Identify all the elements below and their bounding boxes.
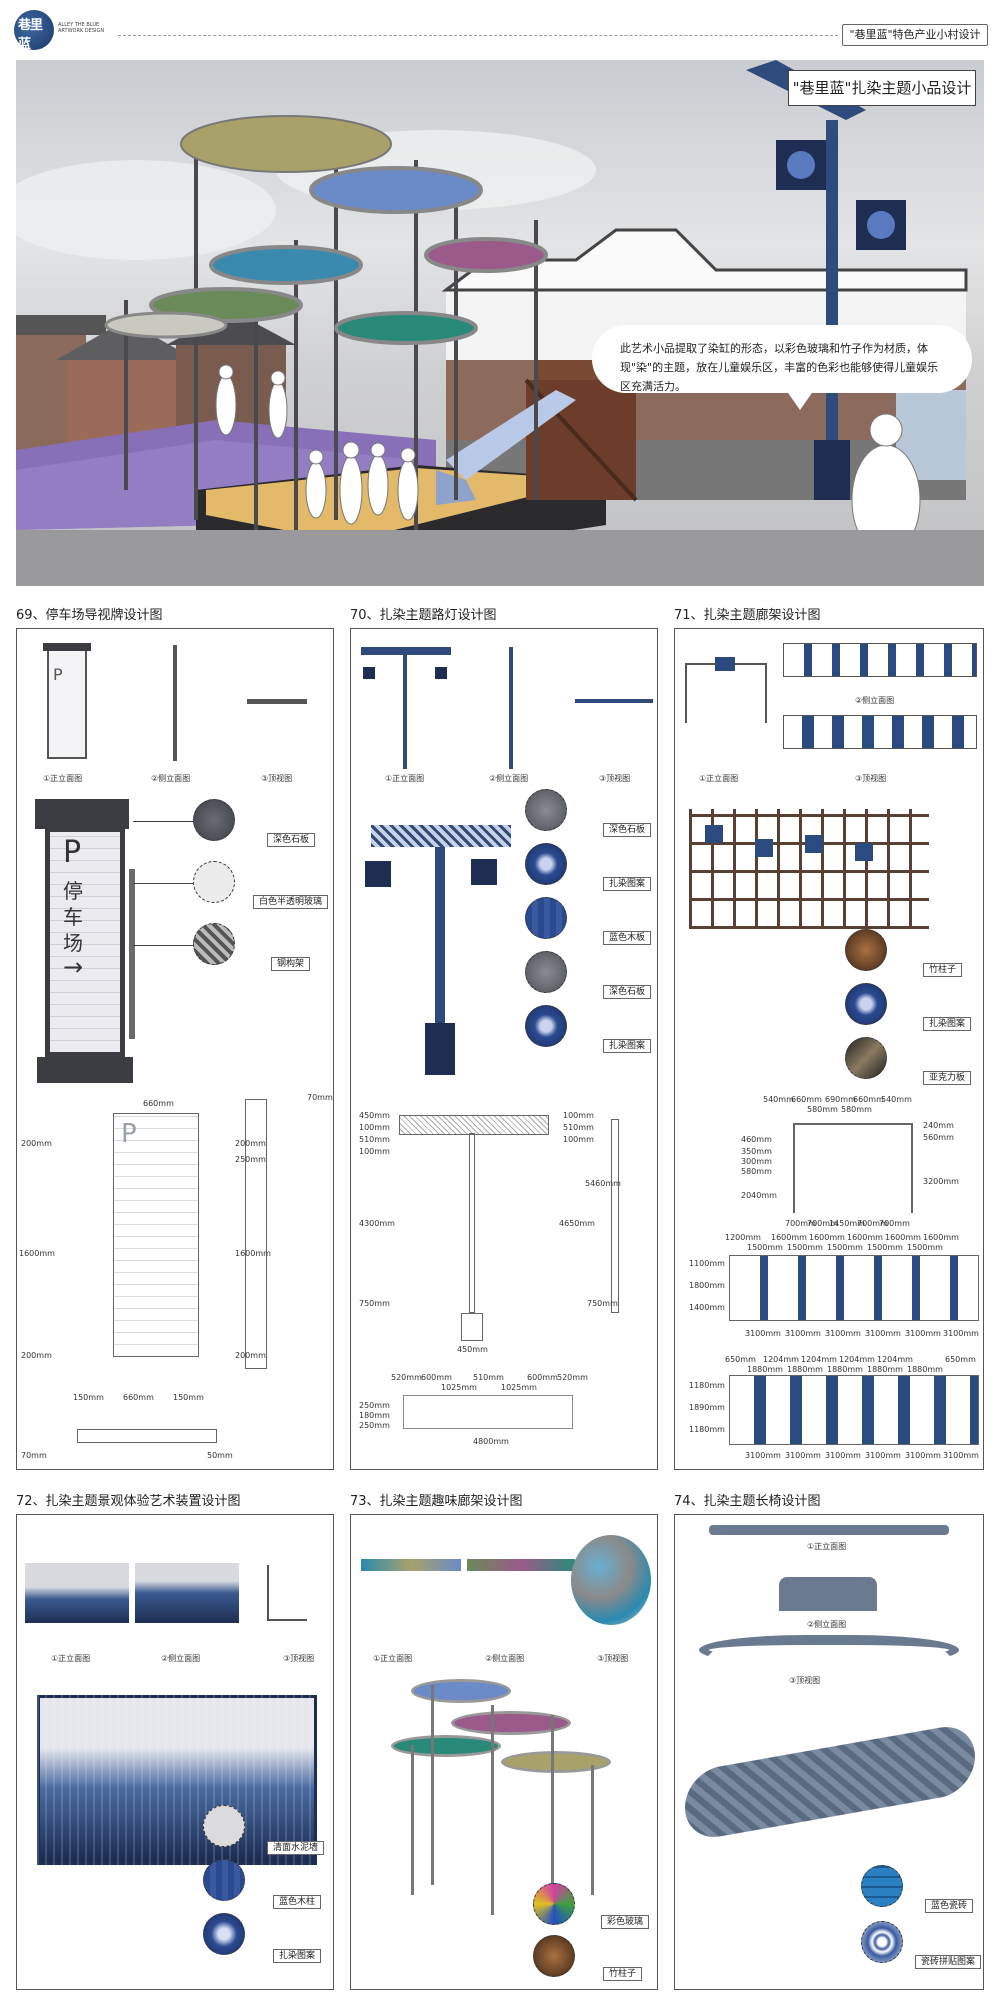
hero-description-bubble: 此艺术小品提取了染缸的形态，以彩色玻璃和竹子作为材质，体现"染"的主题，放在儿童… xyxy=(592,325,972,393)
sign-char-chang: 场 xyxy=(63,931,83,955)
sign-steel-frame xyxy=(129,869,135,1039)
sign-glass-panel xyxy=(45,827,125,1057)
hero-title: "巷里蓝"扎染主题小品设计 xyxy=(788,70,976,106)
pavilion-disk-3 xyxy=(391,1735,501,1757)
swatch-steel-frame xyxy=(193,923,235,965)
header-title-tag: "巷里蓝"特色产业小村设计 xyxy=(842,24,988,46)
panel-corridor: ①正立面图 ②侧立面图 ③顶视图 竹柱子 扎染图案 亚克力板 540mm 660… xyxy=(674,628,984,1470)
bubble-tail xyxy=(786,390,814,410)
sign-cap xyxy=(35,799,129,829)
bench-model xyxy=(685,1721,975,1843)
pavilion-side-small xyxy=(467,1559,575,1571)
corridor-side-small xyxy=(783,643,977,677)
pavilion-top-small xyxy=(571,1535,651,1625)
installation-model xyxy=(37,1695,317,1865)
lamp-lattice-top xyxy=(371,825,511,847)
dim-sign-p: P xyxy=(121,1119,137,1149)
section-title-70: 70、扎染主题路灯设计图 xyxy=(350,608,497,623)
sign-front-elevation xyxy=(47,649,87,759)
installation-side-small xyxy=(135,1563,239,1623)
panel-parking-sign: P ①正立面图 ②侧立面图 ③顶视图 P 停 车 场 → 深色石板 白色半透明玻… xyxy=(16,628,334,1470)
label-front-view: ①正立面图 xyxy=(43,774,83,783)
section-title-73: 73、扎染主题趣味廊架设计图 xyxy=(350,1494,523,1509)
hero-scene xyxy=(16,60,984,586)
swatch-white-glass xyxy=(193,861,235,903)
installation-top-small xyxy=(267,1565,307,1621)
panel-art-installation: ①正立面图 ②侧立面图 ③顶视图 清面水泥墙 蓝色木柱 扎染图案 xyxy=(16,1514,334,1990)
corridor-structure xyxy=(689,809,929,929)
bench-top-small xyxy=(699,1635,959,1665)
panel-bench: ①正立面图 ②侧立面图 ③顶视图 蓝色瓷砖 瓷砖拼贴图案 xyxy=(674,1514,984,1990)
installation-front-small xyxy=(25,1563,129,1623)
lamp-lantern-right xyxy=(471,859,497,885)
corridor-top-small xyxy=(783,715,977,749)
sign-letter-p: P xyxy=(63,835,82,870)
sign-char-che: 车 xyxy=(63,905,83,929)
corridor-top-dimension xyxy=(729,1375,979,1445)
label-dark-stone: 深色石板 xyxy=(267,833,316,847)
label-steel-frame: 钢构架 xyxy=(271,957,311,971)
sign-dimension-drawing xyxy=(113,1113,199,1357)
corridor-front-small xyxy=(685,663,767,723)
pavilion-disk-1 xyxy=(411,1679,511,1703)
corridor-side-dimension xyxy=(729,1255,979,1321)
lamp-front-small xyxy=(361,647,451,655)
pavilion-front-small xyxy=(361,1559,461,1571)
pavilion-disk-4 xyxy=(501,1751,611,1773)
sign-arrow: → xyxy=(63,953,84,981)
sign-base xyxy=(37,1057,133,1083)
page-header: 巷里蓝 ALLEY THE BLUE ARTWORK DESIGN "巷里蓝"特… xyxy=(0,0,1000,56)
hero-rendering: "巷里蓝"扎染主题小品设计 此艺术小品提取了染缸的形态，以彩色玻璃和竹子作为材质… xyxy=(16,60,984,586)
label-side-view: ②侧立面图 xyxy=(151,774,191,783)
section-title-72: 72、扎染主题景观体验艺术装置设计图 xyxy=(16,1494,241,1509)
sign-small-p: P xyxy=(53,665,63,684)
swatch-dark-stone xyxy=(193,799,235,841)
lamp-pole xyxy=(435,829,445,1069)
label-white-glass: 白色半透明玻璃 xyxy=(253,895,329,909)
sign-side-elevation xyxy=(173,645,177,761)
panel-street-lamp: ①正立面图 ②侧立面图 ③顶视图 深色石板 扎染图案 蓝色木板 深色石板 扎染图… xyxy=(350,628,658,1470)
sign-top-view xyxy=(247,699,307,704)
header-divider xyxy=(118,35,838,36)
logo xyxy=(14,10,54,50)
section-title-69: 69、停车场导视牌设计图 xyxy=(16,608,163,623)
sign-side-dimension xyxy=(245,1099,267,1369)
logo-subtitle: ALLEY THE BLUE ARTWORK DESIGN xyxy=(58,22,105,34)
bench-front-small xyxy=(709,1525,949,1535)
lamp-lantern-left xyxy=(365,861,391,887)
lamp-top-small xyxy=(575,699,653,703)
label-top-view: ③顶视图 xyxy=(261,774,293,783)
bench-side-small xyxy=(779,1577,877,1611)
lamp-base xyxy=(425,1023,455,1075)
lamp-side-small xyxy=(509,647,513,769)
section-title-74: 74、扎染主题长椅设计图 xyxy=(674,1494,821,1509)
panel-fun-pavilion: ①正立面图 ②侧立面图 ③顶视图 彩色玻璃 竹柱子 xyxy=(350,1514,658,1990)
logo-mark: 巷里蓝 xyxy=(18,18,43,52)
section-title-71: 71、扎染主题廊架设计图 xyxy=(674,608,821,623)
sign-char-ting: 停 xyxy=(63,879,83,903)
